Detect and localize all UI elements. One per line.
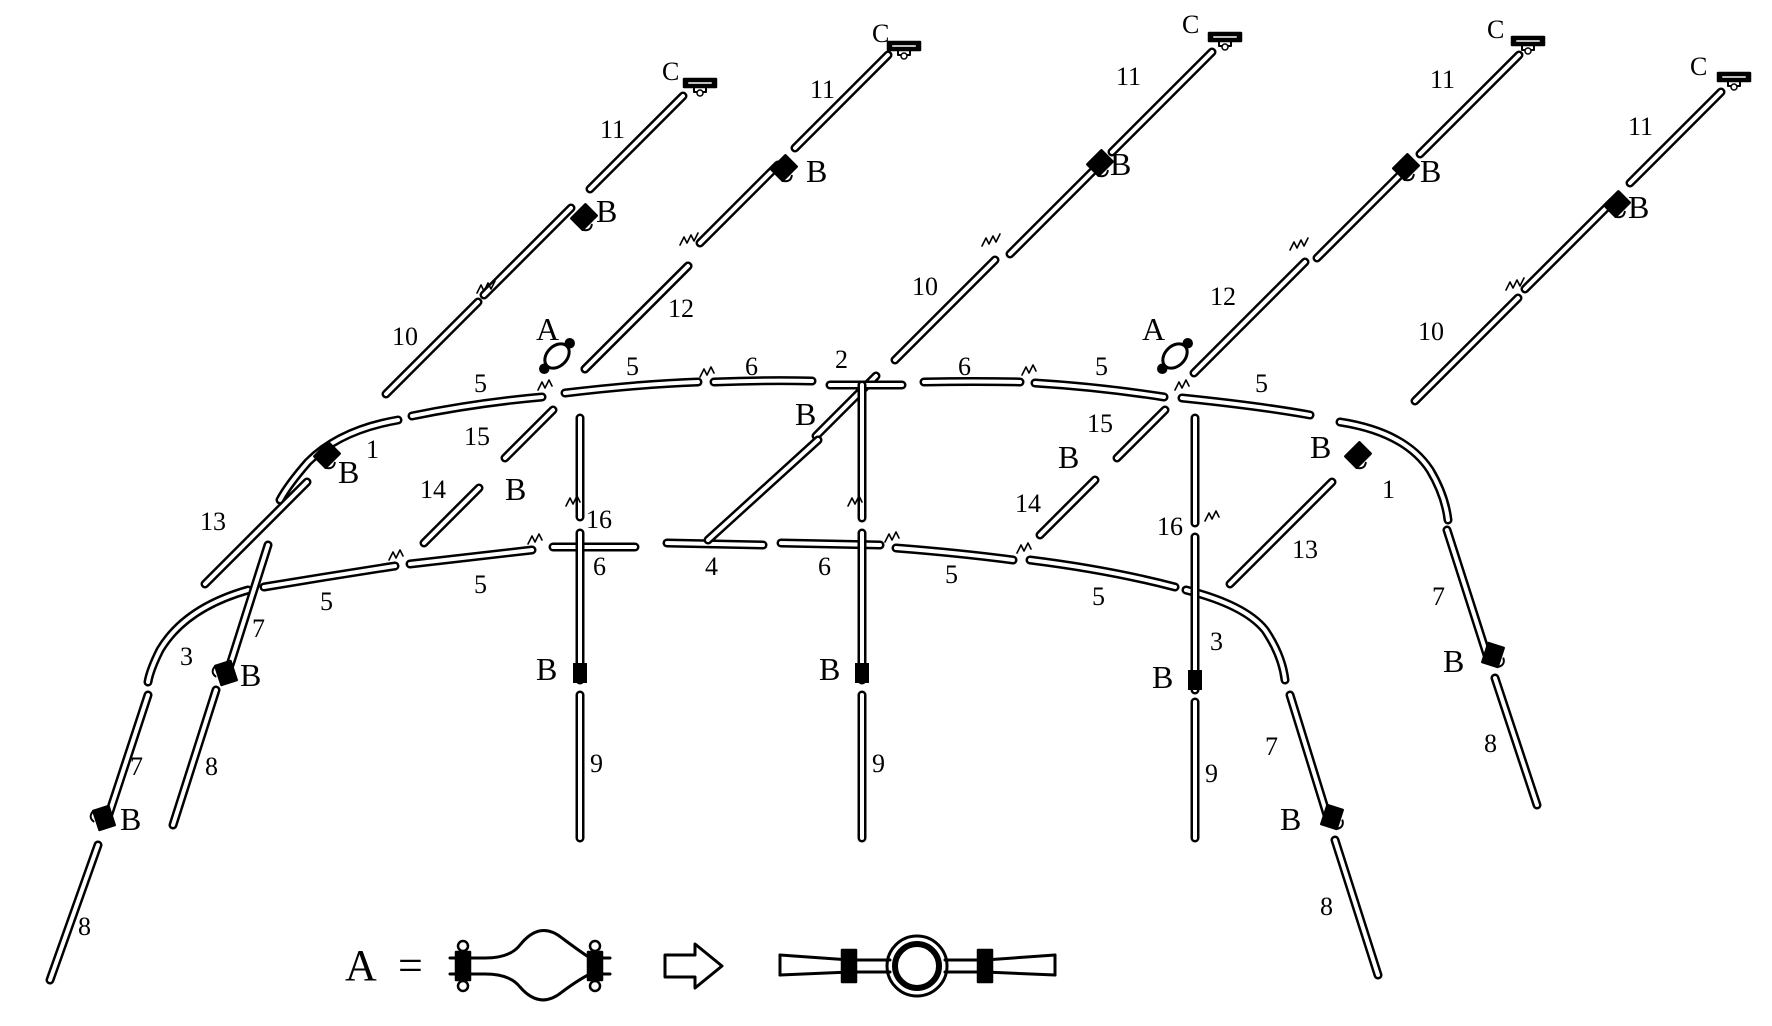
label-5: 5: [626, 352, 639, 381]
label-11: 11: [1628, 112, 1653, 141]
label-8: 8: [78, 912, 91, 941]
label-5: 5: [320, 587, 333, 616]
label-13: 13: [1292, 535, 1318, 564]
label-b: B: [1110, 146, 1131, 182]
clamp-c-icon: [1716, 71, 1752, 92]
label-b: B: [120, 801, 141, 837]
label-b: B: [596, 193, 617, 229]
label-15: 15: [1087, 409, 1113, 438]
label-c: C: [872, 19, 889, 48]
label-10: 10: [392, 322, 418, 351]
label-b: B: [1310, 429, 1331, 465]
label-1: 1: [1382, 475, 1395, 504]
legs: [45, 525, 1542, 985]
connector-a-icon: [1157, 338, 1193, 374]
roof-pole-11-e: [1410, 87, 1726, 406]
label-7: 7: [1432, 582, 1445, 611]
label-16: 16: [1157, 512, 1183, 541]
label-11: 11: [600, 115, 625, 144]
legend-arrow-icon: [663, 942, 724, 990]
label-a: A: [1142, 311, 1165, 347]
label-2: 2: [835, 345, 848, 374]
label-3: 3: [1210, 627, 1223, 656]
label-b: B: [1443, 643, 1464, 679]
label-8: 8: [205, 752, 218, 781]
lower-ridge: [259, 531, 1180, 592]
diagonal-poles-12: [580, 261, 693, 374]
legend-clamp-closed-icon: [778, 934, 1057, 998]
label-6: 6: [958, 352, 971, 381]
label-13: 13: [200, 507, 226, 536]
label-6: 6: [745, 352, 758, 381]
label-3: 3: [180, 642, 193, 671]
label-5: 5: [474, 369, 487, 398]
label-7: 7: [252, 614, 265, 643]
label-5: 5: [945, 560, 958, 589]
label-9: 9: [872, 749, 885, 778]
upper-corner-arcs: [275, 415, 1453, 525]
label-b: B: [1058, 439, 1079, 475]
label-b: B: [338, 454, 359, 490]
label-layer: C C C C C 11 11 11 11 11 B B B B B 10 10…: [78, 10, 1707, 990]
label-b: B: [795, 396, 816, 432]
label-11: 11: [1116, 62, 1141, 91]
label-10: 10: [1418, 317, 1444, 346]
label-b: B: [240, 657, 261, 693]
label-8: 8: [1484, 729, 1497, 758]
label-b: B: [1420, 153, 1441, 189]
label-1: 1: [366, 435, 379, 464]
label-b: B: [505, 471, 526, 507]
label-b: B: [819, 651, 840, 687]
label-7: 7: [1265, 732, 1278, 761]
label-c: C: [1690, 52, 1707, 81]
roof-pole-11-a: [381, 91, 688, 399]
label-4: 4: [705, 552, 718, 581]
clamp-c-icon: [1207, 31, 1243, 52]
label-c: C: [1487, 15, 1504, 44]
label-5: 5: [1092, 582, 1105, 611]
label-b: B: [1152, 659, 1173, 695]
label-b: B: [1280, 801, 1301, 837]
legend-equals: =: [398, 941, 423, 990]
label-15: 15: [464, 422, 490, 451]
label-9: 9: [590, 749, 603, 778]
label-16: 16: [586, 505, 612, 534]
clamp-c-icon: [886, 40, 922, 61]
label-11: 11: [1430, 65, 1455, 94]
clamp-c-icon: [682, 77, 718, 98]
label-c: C: [1182, 10, 1199, 39]
label-b: B: [1628, 189, 1649, 225]
braces: [200, 405, 1337, 589]
label-b: B: [536, 651, 557, 687]
label-12: 12: [668, 294, 694, 323]
uprights: [565, 380, 1220, 843]
label-5: 5: [474, 570, 487, 599]
label-7: 7: [130, 752, 143, 781]
legend-clamp-open-icon: [448, 929, 612, 1002]
label-6: 6: [818, 552, 831, 581]
label-8: 8: [1320, 892, 1333, 921]
label-5: 5: [1255, 369, 1268, 398]
label-6: 6: [593, 552, 606, 581]
label-14: 14: [420, 475, 446, 504]
roof-pole-11-c: [811, 47, 1217, 441]
connector-a-icon: [539, 338, 575, 374]
label-9: 9: [1205, 759, 1218, 788]
label-14: 14: [1015, 489, 1041, 518]
label-a: A: [536, 311, 559, 347]
lower-corner-arcs: [143, 585, 1290, 687]
label-c: C: [662, 57, 679, 86]
label-b: B: [806, 153, 827, 189]
upper-ridge: [407, 364, 1315, 421]
legend-label-a: A: [345, 941, 377, 990]
label-12: 12: [1210, 282, 1236, 311]
roof-pole-11-d: [1189, 50, 1524, 378]
label-10: 10: [912, 272, 938, 301]
label-5: 5: [1095, 352, 1108, 381]
label-11: 11: [810, 75, 835, 104]
